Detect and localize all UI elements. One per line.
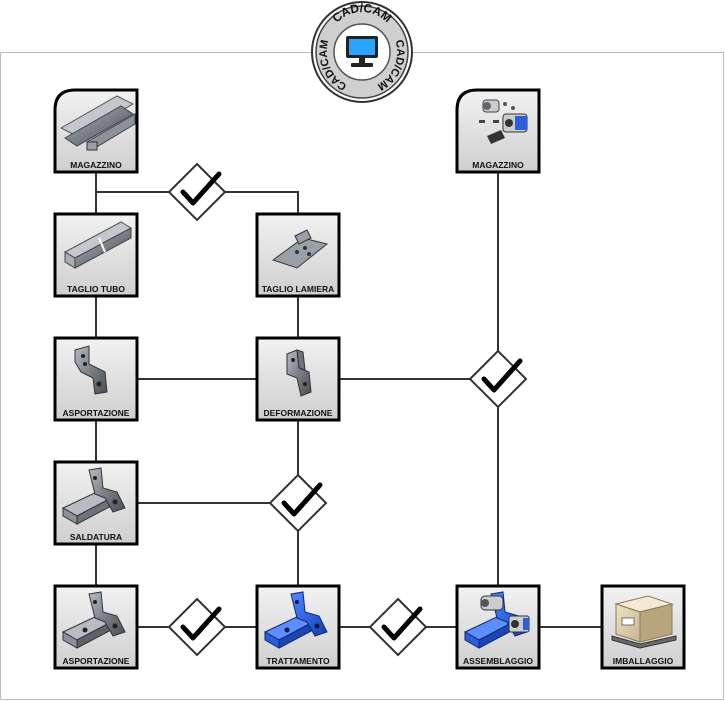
packed-box-icon: [611, 595, 677, 649]
node-label: MAGAZZINO: [70, 160, 122, 170]
node-deformazione: DEFORMAZIONE: [255, 336, 341, 422]
painted-part-icon: [263, 591, 328, 649]
check-diamond-2: [468, 349, 528, 409]
node-taglio-tubo: TAGLIO TUBO: [53, 212, 139, 298]
node-label: DEFORMAZIONE: [264, 408, 333, 418]
node-label: SALDATURA: [70, 532, 122, 542]
check-diamond-3: [268, 473, 328, 533]
connector-lines: [95, 172, 602, 628]
node-label: ASPORTAZIONE: [63, 656, 130, 666]
machined-part-icon: [74, 345, 108, 395]
node-asportazione-2: ASPORTAZIONE: [53, 584, 139, 670]
node-asportazione-1: ASPORTAZIONE: [53, 336, 139, 422]
checkmark-icon: [381, 606, 423, 641]
machined-assembly-icon: [61, 591, 126, 649]
node-magazzino-tubi: MAGAZZINO: [53, 88, 139, 174]
computer-monitor-icon: [346, 36, 378, 67]
mechanical-components-icon: [479, 99, 528, 144]
node-trattamento: TRATTAMENTO: [255, 584, 341, 670]
check-diamond-4: [167, 597, 227, 657]
cad-cam-badge: CAD/CAM CAD/CAM CAD/CAM: [311, 1, 413, 103]
node-imballaggio: IMBALLAGGIO: [600, 584, 686, 670]
check-diamond-1: [167, 162, 227, 222]
node-label: ASSEMBLAGGIO: [463, 656, 533, 666]
node-label: TAGLIO LAMIERA: [262, 284, 335, 294]
cut-tube-icon: [63, 221, 133, 269]
node-label: MAGAZZINO: [472, 160, 524, 170]
checkmark-icon: [481, 358, 523, 393]
welded-assembly-icon: [61, 467, 126, 525]
checkmark-icon: [281, 482, 323, 517]
node-label: ASPORTAZIONE: [63, 408, 130, 418]
bent-sheet-icon: [286, 349, 312, 397]
node-saldatura: SALDATURA: [53, 460, 139, 546]
assembled-unit-icon: [463, 591, 530, 649]
checkmark-icon: [180, 606, 222, 641]
node-taglio-lamiera: TAGLIO LAMIERA: [255, 212, 341, 298]
node-magazzino-componenti: MAGAZZINO: [455, 88, 541, 174]
metal-profiles-icon: [59, 95, 136, 151]
node-label: IMBALLAGGIO: [613, 656, 674, 666]
cut-sheet-icon: [271, 229, 329, 269]
node-assemblaggio: ASSEMBLAGGIO: [455, 584, 541, 670]
node-label: TRATTAMENTO: [266, 656, 330, 666]
check-diamond-5: [368, 597, 428, 657]
node-label: TAGLIO TUBO: [67, 284, 125, 294]
checkmark-icon: [180, 171, 222, 206]
